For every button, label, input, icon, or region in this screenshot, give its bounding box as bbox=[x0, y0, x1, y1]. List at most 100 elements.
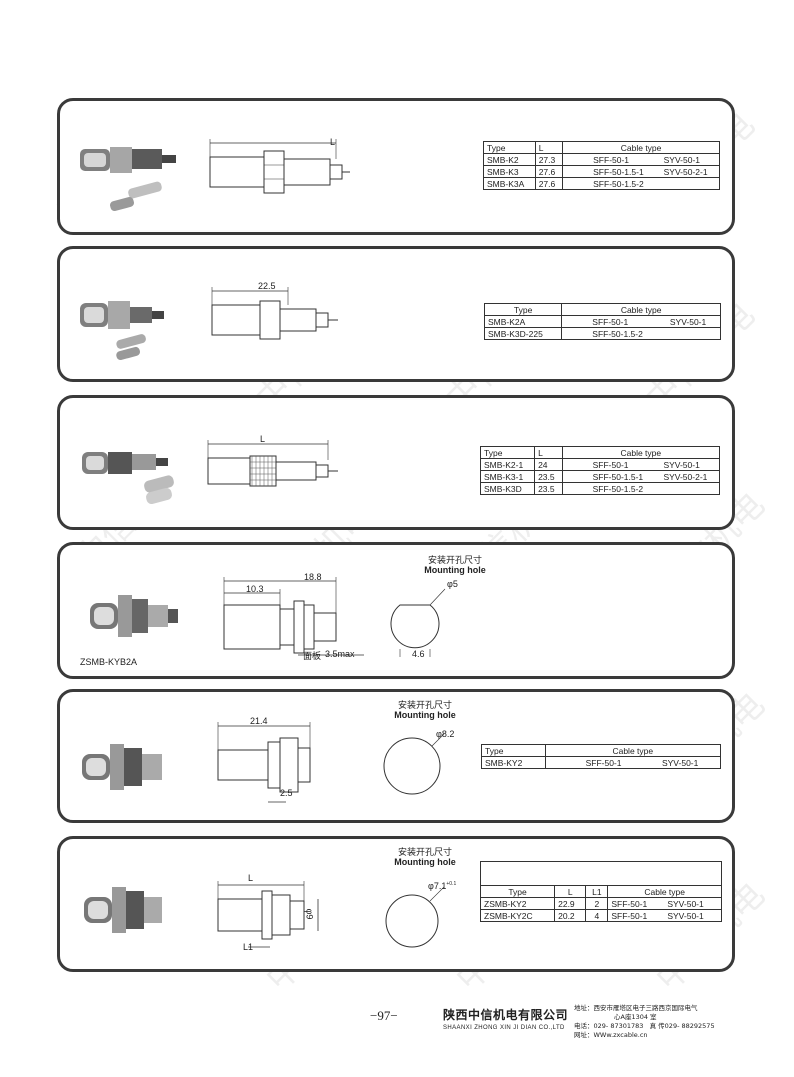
table-cell: SMB-K2 bbox=[483, 153, 536, 166]
mounting-hole-en: Mounting hole bbox=[424, 565, 486, 575]
table-header: Type bbox=[483, 141, 536, 154]
product-panel-6: L L1 φ9 安装开孔尺寸 Mounting hole φ7.1+0.1 Ty… bbox=[57, 836, 735, 972]
dim-max-label: 3.5max bbox=[325, 649, 355, 659]
table-row: SMB-K3D-225 SFF-50-1.5-2 bbox=[483, 327, 721, 340]
spec-table: Type Cable type SMB-K2A SFF-50-1 SYV-50-… bbox=[483, 303, 721, 340]
website: 网址：WWw.zxcable.cn bbox=[574, 1031, 648, 1039]
model-label: ZSMB-KYB2A bbox=[80, 657, 138, 667]
table-cell: ZSMB-KY2 bbox=[479, 897, 556, 910]
table-cell: 24 bbox=[534, 458, 563, 471]
connector-photo bbox=[90, 595, 178, 637]
mounting-hole-cn: 安装开孔尺寸 bbox=[397, 700, 452, 710]
table-cell: 22.9 bbox=[554, 897, 587, 910]
table-cell bbox=[660, 482, 721, 495]
table-cell: SMB-K3D bbox=[479, 482, 536, 495]
dimension-drawing bbox=[217, 722, 311, 803]
table-cell: SYV-50-2-1 bbox=[660, 470, 721, 483]
table-cell: SYV-50-1 bbox=[660, 458, 721, 471]
connector-photo bbox=[84, 887, 162, 933]
spec-table: Type L L1 Cable type ZSMB-KY2 22.9 2 SFF… bbox=[479, 885, 723, 922]
table-cell: SFF-50-1.5-1 bbox=[561, 470, 661, 483]
dim-length-label: L bbox=[260, 434, 266, 444]
table-cell: SMB-K3D-225 bbox=[483, 327, 563, 340]
table-cell: SFF-50-1.5-2 bbox=[562, 177, 661, 190]
mounting-hole-cn: 安装开孔尺寸 bbox=[427, 555, 482, 565]
phone-fax-line: 电话：029- 87301783 真 传029- 88292575 bbox=[574, 1022, 715, 1031]
fax: 真 传029- 88292575 bbox=[649, 1022, 715, 1030]
dimension-drawing bbox=[209, 139, 350, 194]
dimension-drawing bbox=[217, 881, 319, 948]
table-row: SMB-KY2 SFF-50-1 SYV-50-1 bbox=[481, 756, 721, 769]
mounting-hole-drawing bbox=[385, 886, 445, 948]
hole-diameter-value: φ7.1 bbox=[428, 881, 447, 891]
table-cell: SFF-50-1.5-2 bbox=[561, 482, 661, 495]
address-line-2: 心A座1304 室 bbox=[614, 1013, 657, 1021]
table-cell: SYV-50-1 bbox=[660, 153, 720, 166]
table-cell: 27.6 bbox=[534, 177, 564, 190]
table-header: Type bbox=[479, 446, 536, 459]
mounting-hole-en: Mounting hole bbox=[394, 710, 456, 720]
table-cell: SYV-50-1 bbox=[664, 909, 723, 922]
table-cell: SYV-50-1 bbox=[658, 756, 721, 769]
table-cell: 27.3 bbox=[534, 153, 564, 166]
table-cell: SMB-K3A bbox=[483, 177, 536, 190]
table-header: Type bbox=[479, 885, 556, 898]
table-title-box bbox=[480, 861, 722, 886]
mounting-hole-en: Mounting hole bbox=[394, 857, 456, 867]
spec-table: Type L Cable type SMB-K2-1 24 SFF-50-1 S… bbox=[479, 446, 721, 495]
contact-info: 地址：西安市雁塔区电子三路西京国际电气 心A座1304 室 电话：029- 87… bbox=[574, 1004, 715, 1040]
product-panel-2: 22.5 Type Cable type SMB-K2A SFF-50-1 SY… bbox=[57, 246, 735, 382]
mounting-hole-cn: 安装开孔尺寸 bbox=[397, 847, 452, 857]
table-row: SMB-K3 27.6 SFF-50-1.5-1 SYV-50-2-1 bbox=[483, 165, 720, 178]
company-name-cn: 陕西中信机电有限公司 bbox=[443, 1008, 569, 1022]
table-cell: 4 bbox=[585, 909, 609, 922]
connector-photo bbox=[82, 744, 162, 790]
mounting-hole-drawing bbox=[383, 733, 445, 795]
address-line-1: 地址：西安市雁塔区电子三路西京国际电气 bbox=[574, 1004, 698, 1012]
table-cell: SFF-50-1.5-2 bbox=[561, 327, 667, 340]
table-header: L1 bbox=[585, 885, 609, 898]
table-cell: ZSMB-KY2C bbox=[479, 909, 556, 922]
table-cell: SFF-50-1 bbox=[607, 897, 665, 910]
table-cell: SYV-50-2-1 bbox=[660, 165, 720, 178]
table-cell: SYV-50-1 bbox=[666, 315, 721, 328]
mounting-hole-drawing bbox=[390, 588, 446, 657]
dimension-drawing bbox=[223, 577, 364, 656]
hole-tolerance: +0.1 bbox=[446, 881, 457, 887]
table-header: L bbox=[534, 446, 563, 459]
company-name: 陕西中信机电有限公司 SHAANXI ZHONG XIN JI DIAN CO.… bbox=[443, 1006, 568, 1031]
dim-length-label: 22.5 bbox=[258, 281, 276, 291]
product-panel-4: ZSMB-KYB2A 18.8 10.3 面板 3.5max 安装开孔尺寸 Mo… bbox=[57, 542, 735, 679]
table-cell: SFF-50-1 bbox=[544, 756, 659, 769]
product-panel-1: L Type L Cable type SMB-K2 27.3 SFF-50-1… bbox=[57, 98, 735, 235]
table-row: SMB-K2-1 24 SFF-50-1 SYV-50-1 bbox=[479, 458, 721, 471]
hole-diameter-label: φ8.2 bbox=[436, 729, 455, 739]
dim-bottom-label: 2.5 bbox=[280, 788, 293, 798]
company-name-en: SHAANXI ZHONG XIN JI DIAN CO.,LTD bbox=[443, 1025, 565, 1031]
connector-photo bbox=[80, 147, 176, 212]
table-cell: 20.2 bbox=[554, 909, 587, 922]
table-header: L bbox=[534, 141, 564, 154]
dim-front-label: 10.3 bbox=[246, 584, 264, 594]
dim-overall-label: 21.4 bbox=[250, 716, 268, 726]
table-cell: 27.6 bbox=[534, 165, 564, 178]
table-cell: SMB-K3-1 bbox=[479, 470, 536, 483]
table-header: Cable type bbox=[607, 885, 722, 898]
phone: 电话：029- 87301783 bbox=[574, 1022, 644, 1030]
connector-photo bbox=[80, 301, 164, 361]
table-cell: SMB-K2A bbox=[483, 315, 563, 328]
spec-table: Type L Cable type SMB-K2 27.3 SFF-50-1 S… bbox=[483, 141, 720, 190]
table-row: SMB-K2 27.3 SFF-50-1 SYV-50-1 bbox=[483, 153, 720, 166]
table-header: Type bbox=[481, 744, 546, 757]
dimension-drawing bbox=[207, 440, 338, 487]
hole-diameter-label: φ7.1+0.1 bbox=[428, 881, 456, 891]
page-number: −97− bbox=[370, 1008, 398, 1023]
table-row: ZSMB-KY2C 20.2 4 SFF-50-1 SYV-50-1 bbox=[479, 909, 723, 922]
hole-flat-label: 4.6 bbox=[412, 649, 425, 659]
spec-table: Type Cable type SMB-KY2 SFF-50-1 SYV-50-… bbox=[481, 744, 722, 769]
table-cell: SFF-50-1.5-1 bbox=[562, 165, 661, 178]
product-panel-3: L Type L Cable type SMB-K2-1 24 SFF-50-1… bbox=[57, 395, 735, 530]
table-cell: SFF-50-1 bbox=[562, 153, 661, 166]
product-panel-5: 21.4 2.5 安装开孔尺寸 Mounting hole φ8.2 Type … bbox=[57, 689, 735, 823]
table-row: SMB-K3-1 23.5 SFF-50-1.5-1 SYV-50-2-1 bbox=[479, 470, 721, 483]
